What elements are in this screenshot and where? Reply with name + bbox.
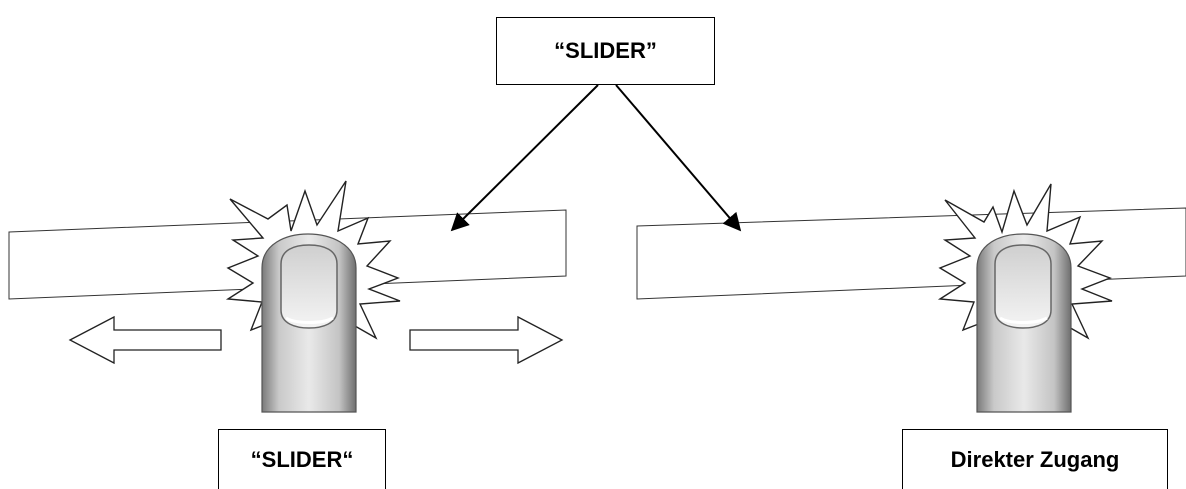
slider-label-top: “SLIDER”	[496, 17, 715, 85]
slider-label-top-text: “SLIDER”	[554, 38, 657, 63]
finger-touch-icon	[261, 233, 357, 413]
connector-arrow	[615, 84, 742, 232]
hollow-arrow-left-icon	[68, 315, 222, 365]
direct-access-label-text: Direkter Zugang	[950, 446, 1120, 472]
right-panel	[636, 207, 1186, 300]
slider-label-bottom-text: “SLIDER“	[250, 446, 354, 472]
hollow-arrow-right-icon	[409, 315, 564, 365]
direct-access-label: Direkter Zugang	[902, 429, 1168, 489]
connector-arrow	[450, 84, 599, 232]
slider-label-bottom: “SLIDER“	[218, 429, 386, 489]
finger-touch-icon	[976, 233, 1072, 413]
